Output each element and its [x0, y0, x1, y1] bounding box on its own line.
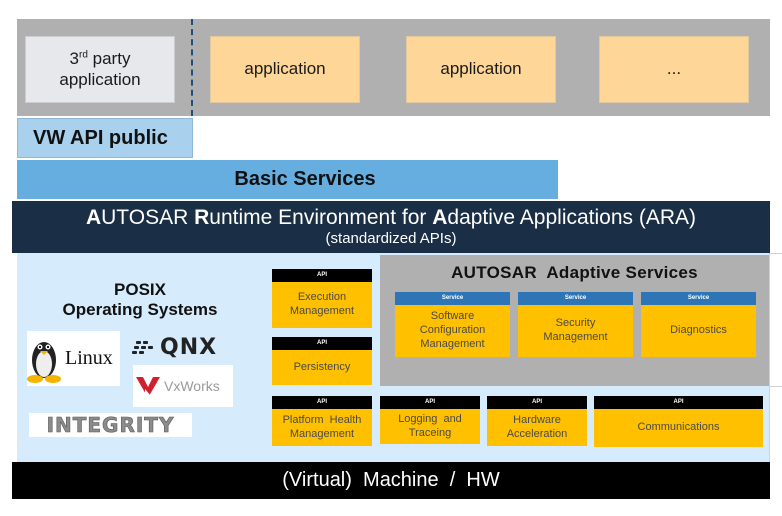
guide-line — [770, 386, 782, 387]
vw-api-public-layer[interactable]: VW API public — [17, 118, 193, 158]
posix-title: POSIX — [114, 280, 166, 299]
vw-api-public-label: VW API public — [33, 126, 168, 149]
application-box-more[interactable]: ... — [599, 36, 749, 103]
ara-title-initial: R — [194, 206, 210, 230]
label-line: Platform Health — [282, 413, 362, 426]
ordinal-suffix: rd — [79, 49, 88, 61]
label-line: Management — [289, 305, 355, 317]
vxworks-v-icon — [136, 377, 160, 396]
label-line: Communications — [637, 421, 720, 434]
api-tag: API — [380, 396, 480, 409]
virtual-machine-hw-layer[interactable]: (Virtual) Machine / HW — [12, 462, 770, 499]
vxworks-logo: VxWorks — [133, 365, 233, 407]
module-label: Persistency — [272, 350, 372, 385]
application-label: application — [244, 59, 326, 79]
label-line: Security — [555, 317, 596, 330]
integrity-logo: INTEGRITY — [29, 413, 192, 437]
ara-title: AUTOSAR Runtime Environment for Adaptive… — [86, 206, 696, 230]
label-line: Diagnostics — [670, 324, 727, 337]
label-line: Hardware — [513, 413, 561, 426]
module-label: Communications — [594, 409, 763, 447]
api-tag: API — [487, 396, 587, 409]
ara-title-text: daptive Applications (ARA) — [447, 206, 697, 230]
application-word: application — [59, 69, 141, 89]
service-diagnostics[interactable]: Service Diagnostics — [641, 292, 756, 357]
qnx-logo: QNX — [132, 334, 252, 360]
service-tag: Service — [518, 292, 633, 305]
ordinal-number: 3 — [69, 49, 80, 69]
third-party-application-label: 3rd party application — [59, 49, 140, 90]
api-tag: API — [272, 337, 372, 350]
linux-logo-text: Linux — [65, 347, 113, 369]
label-line: Configuration — [419, 324, 486, 337]
ellipsis-label: ... — [666, 59, 682, 79]
vxworks-logo-text: VxWorks — [164, 378, 220, 394]
third-party-application-box[interactable]: 3rd party application — [25, 36, 175, 103]
service-tag: Service — [641, 292, 756, 305]
label-line: Logging and — [398, 412, 462, 425]
basic-services-layer[interactable]: Basic Services — [17, 160, 558, 199]
label-line: Management — [543, 331, 608, 343]
ara-title-text: UTOSAR — [101, 206, 195, 230]
label-line: Traceing — [408, 426, 452, 439]
ara-title-text: untime Environment for — [209, 206, 433, 230]
tux-penguin-icon — [27, 341, 61, 383]
application-box-1[interactable]: application — [210, 36, 360, 103]
basic-services-label: Basic Services — [234, 168, 376, 190]
label-line: Management — [289, 427, 355, 440]
label-line: Acceleration — [506, 427, 568, 440]
adaptive-services-title: AUTOSAR Adaptive Services — [451, 263, 698, 282]
api-tag: API — [272, 269, 372, 282]
ara-subtitle: (standardized APIs) — [325, 230, 457, 248]
integrity-logo-text: INTEGRITY — [46, 413, 175, 438]
linux-logo: Linux — [27, 331, 120, 386]
ara-title-initial: A — [432, 206, 448, 230]
communications-module[interactable]: API Communications — [594, 396, 763, 447]
module-label: Diagnostics — [641, 305, 756, 357]
guide-line — [770, 253, 782, 254]
label-line: Execution — [297, 291, 347, 304]
partition-divider — [191, 19, 193, 116]
third-party-word: party — [87, 49, 131, 69]
ara-title-initial: A — [85, 206, 102, 230]
persistency-module[interactable]: API Persistency — [272, 337, 372, 385]
posix-heading: POSIX Operating Systems — [40, 280, 240, 321]
label-line: Persistency — [293, 360, 351, 373]
qnx-logo-text: QNX — [160, 334, 218, 360]
label-line: Management — [420, 337, 485, 350]
ara-layer[interactable]: AUTOSAR Runtime Environment for Adaptive… — [12, 201, 770, 253]
posix-subtitle: Operating Systems — [62, 300, 218, 320]
virtual-machine-hw-label: (Virtual) Machine / HW — [282, 469, 500, 491]
blackberry-dots-icon — [132, 341, 153, 354]
api-tag: API — [594, 396, 763, 409]
label-line: Software — [430, 310, 475, 323]
application-box-2[interactable]: application — [406, 36, 556, 103]
service-tag: Service — [395, 292, 510, 305]
api-tag: API — [272, 396, 372, 409]
application-label: application — [440, 59, 522, 79]
